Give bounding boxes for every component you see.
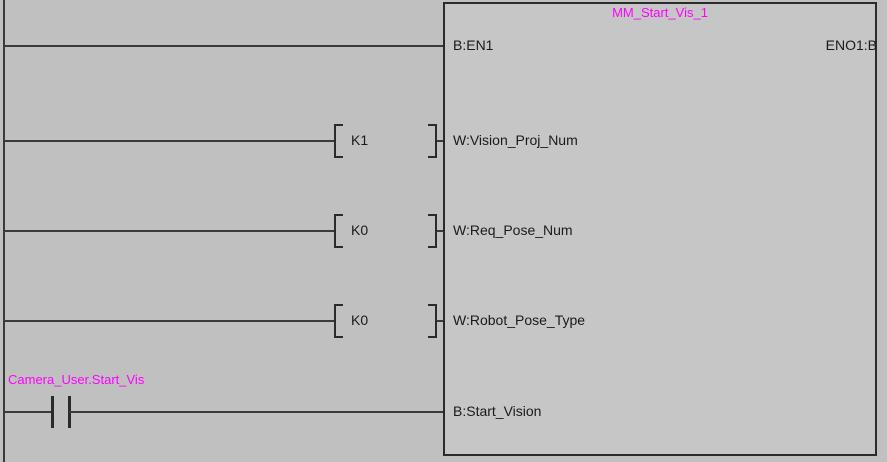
constant-value: K1 <box>351 132 369 148</box>
rung-wire-robot-pose-type-left[interactable] <box>3 320 335 322</box>
constant-box-vision-proj-num[interactable]: K1 <box>334 124 437 158</box>
function-block-mm-start-vis-1[interactable]: MM_Start_Vis_1 <box>443 2 877 456</box>
pin-label-req-pose-num: W:Req_Pose_Num <box>453 222 573 238</box>
bracket-open-icon <box>334 214 343 248</box>
rung-wire-robot-pose-type-right[interactable] <box>437 320 445 322</box>
constant-box-req-pose-num[interactable]: K0 <box>334 214 437 248</box>
pin-label-start-vision: B:Start_Vision <box>453 403 542 419</box>
rung-wire-vision-proj-num-right[interactable] <box>437 140 445 142</box>
constant-value: K0 <box>351 222 369 238</box>
contact-left-bar-icon <box>51 396 54 428</box>
contact-no-start-vis[interactable] <box>51 396 71 428</box>
pin-label-en1: B:EN1 <box>453 37 494 53</box>
constant-box-robot-pose-type[interactable]: K0 <box>334 304 437 338</box>
contact-tag-label: Camera_User.Start_Vis <box>8 372 145 387</box>
bracket-close-icon <box>428 124 437 158</box>
pin-label-vision-proj-num: W:Vision_Proj_Num <box>453 132 578 148</box>
bracket-close-icon <box>428 304 437 338</box>
rung-wire-start-vision-right[interactable] <box>69 411 445 413</box>
rung-wire-start-vision-left[interactable] <box>3 411 51 413</box>
rung-wire-vision-proj-num-left[interactable] <box>3 140 335 142</box>
constant-value: K0 <box>351 312 369 328</box>
rung-wire-req-pose-num-left[interactable] <box>3 230 335 232</box>
pin-label-robot-pose-type: W:Robot_Pose_Type <box>453 312 586 328</box>
function-block-instance-name: MM_Start_Vis_1 <box>612 5 708 20</box>
rung-wire-req-pose-num-right[interactable] <box>437 230 445 232</box>
pin-label-eno1: ENO1:B <box>825 37 877 53</box>
bracket-open-icon <box>334 124 343 158</box>
bracket-open-icon <box>334 304 343 338</box>
rung-wire-en1[interactable] <box>3 45 445 47</box>
bracket-close-icon <box>428 214 437 248</box>
